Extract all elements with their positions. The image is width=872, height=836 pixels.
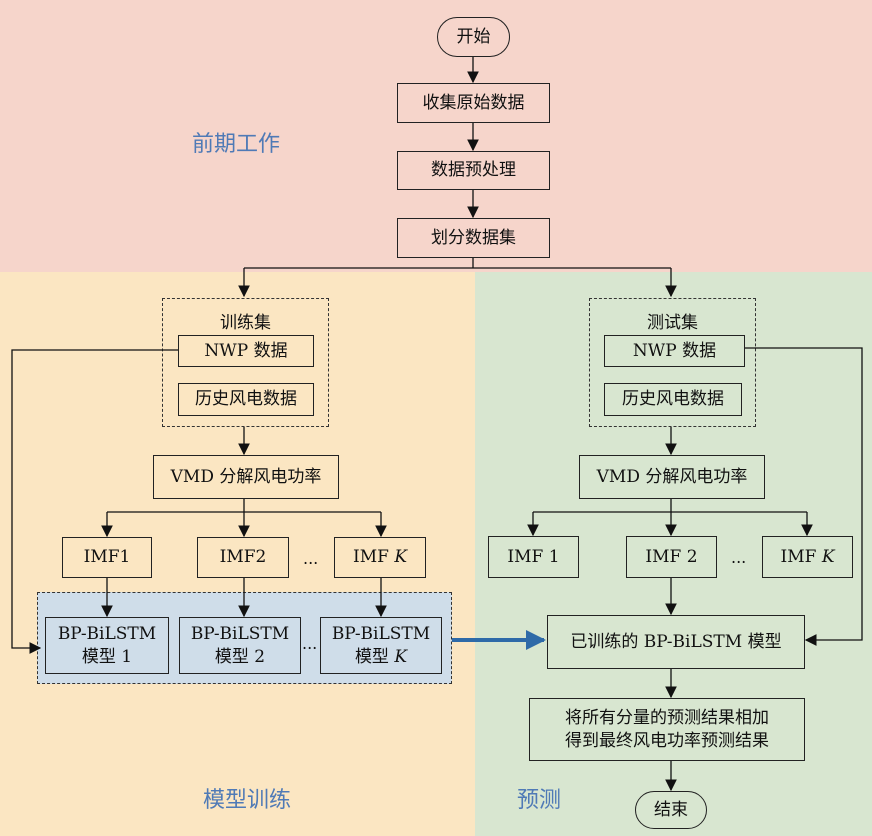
test-history-node: 历史风电数据	[604, 383, 742, 416]
test-imf1-node: IMF 1	[488, 536, 579, 578]
train-imfk-node: IMF K	[334, 537, 426, 578]
train-nwp-node: NWP 数据	[178, 335, 314, 367]
collect-data-node: 收集原始数据	[397, 83, 550, 123]
train-model-2-line1: BP-BiLSTM	[190, 623, 290, 644]
train-imf1-node: IMF1	[62, 537, 152, 578]
sum-results-node: 将所有分量的预测结果相加 得到最终风电功率预测结果	[529, 698, 805, 761]
preprocess-node: 数据预处理	[397, 151, 550, 190]
train-model-1-node: BP-BiLSTM 模型 1	[45, 617, 169, 674]
test-imf2-node: IMF 2	[626, 536, 717, 578]
train-model-k-prefix: 模型	[354, 646, 395, 667]
sum-results-line2: 得到最终风电功率预测结果	[565, 730, 769, 751]
test-vmd-node: VMD 分解风电功率	[579, 455, 765, 499]
train-imfk-var: K	[394, 547, 408, 568]
train-model-k-line2: 模型 K	[355, 646, 407, 669]
train-history-node: 历史风电数据	[178, 383, 314, 416]
train-model-ellipsis: ...	[302, 634, 318, 653]
end-node: 结束	[635, 791, 707, 829]
train-imf2-node: IMF2	[197, 537, 289, 578]
train-model-1-line1: BP-BiLSTM	[57, 623, 157, 644]
test-imfk-var: K	[821, 546, 835, 567]
train-set-group	[162, 298, 329, 427]
test-nwp-node: NWP 数据	[604, 335, 745, 367]
test-imfk-node: IMF K	[762, 536, 853, 578]
start-node: 开始	[437, 17, 510, 57]
training-zone-label: 模型训练	[203, 788, 292, 813]
prep-zone	[0, 0, 872, 272]
test-set-title: 测试集	[647, 313, 698, 333]
train-model-1-line2: 模型 1	[81, 646, 133, 667]
train-model-2-node: BP-BiLSTM 模型 2	[179, 617, 301, 674]
test-imf-ellipsis: ...	[731, 548, 747, 567]
train-imf-ellipsis: ...	[303, 549, 319, 568]
train-set-title: 训练集	[220, 313, 271, 333]
train-model-2-line2: 模型 2	[214, 646, 266, 667]
test-imfk-prefix: IMF	[780, 546, 822, 567]
prediction-zone-label: 预测	[517, 788, 562, 813]
split-dataset-node: 划分数据集	[397, 218, 550, 258]
train-model-k-var: K	[394, 646, 408, 667]
sum-results-line1: 将所有分量的预测结果相加	[565, 707, 769, 728]
train-model-k-line1: BP-BiLSTM	[331, 623, 431, 644]
train-vmd-node: VMD 分解风电功率	[153, 455, 339, 499]
train-imfk-prefix: IMF	[352, 547, 395, 568]
train-model-k-node: BP-BiLSTM 模型 K	[320, 617, 442, 674]
prep-zone-label: 前期工作	[192, 132, 281, 157]
test-set-group	[589, 298, 756, 427]
trained-model-node: 已训练的 BP-BiLSTM 模型	[547, 615, 805, 669]
